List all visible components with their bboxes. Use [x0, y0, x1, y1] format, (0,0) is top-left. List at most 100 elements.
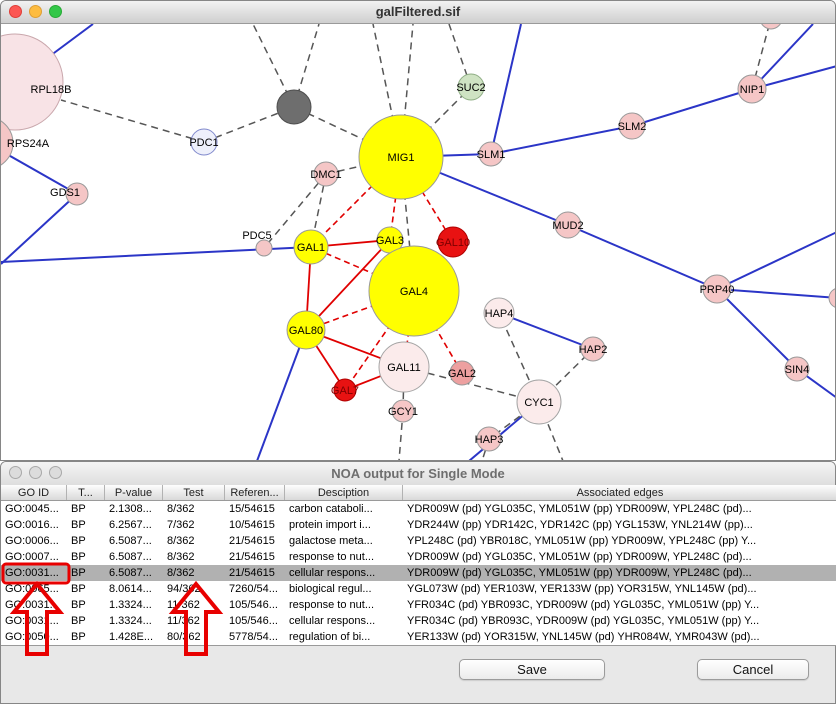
node-gal10[interactable] — [437, 226, 469, 258]
noa-window-titlebar[interactable]: NOA output for Single Mode — [1, 462, 835, 486]
edge-reddash[interactable] — [400, 156, 454, 243]
edge-blue[interactable] — [716, 288, 835, 299]
node-hap2[interactable] — [580, 336, 606, 362]
node-mud2[interactable] — [554, 211, 582, 239]
node-dmc1[interactable] — [313, 161, 339, 187]
edge-gray[interactable] — [203, 106, 295, 143]
table-cell-test: 80/362 — [167, 631, 201, 643]
table-cell-p: 8.0614... — [109, 583, 152, 595]
node-mig1[interactable] — [358, 114, 444, 200]
node-suc2[interactable] — [457, 73, 485, 101]
node-label: HAP3 — [475, 434, 504, 446]
node-rps24a[interactable] — [1, 117, 14, 169]
edge-reddash[interactable] — [310, 246, 415, 292]
node-unlabeled[interactable] — [828, 288, 835, 308]
cancel-button[interactable]: Cancel — [697, 659, 809, 680]
node-cyc1[interactable] — [516, 379, 562, 425]
edge-blue[interactable] — [631, 88, 753, 127]
node-gal2[interactable] — [449, 360, 475, 386]
zoom-button[interactable] — [49, 466, 62, 479]
node-nip1[interactable] — [737, 74, 767, 104]
table-cell-test: 8/362 — [167, 535, 195, 547]
column-header-5[interactable]: Desciption — [285, 485, 403, 500]
table-cell-p: 6.5087... — [109, 567, 152, 579]
save-button[interactable]: Save — [459, 659, 605, 680]
network-window-titlebar[interactable]: galFiltered.sif — [1, 1, 835, 24]
node-prp40[interactable] — [702, 274, 732, 304]
node-hap4[interactable] — [483, 297, 515, 329]
table-cell-type: BP — [71, 567, 86, 579]
edge-blue[interactable] — [498, 312, 594, 350]
node-unlabeled[interactable] — [276, 89, 312, 125]
node-unlabeled[interactable] — [760, 24, 782, 30]
node-label: GAL2 — [448, 368, 476, 380]
node-gal4[interactable] — [368, 245, 460, 337]
node-sin4[interactable] — [784, 356, 810, 382]
edge-gray[interactable] — [293, 106, 402, 158]
node-rpl18b[interactable] — [1, 33, 64, 131]
node-slm1[interactable] — [478, 141, 504, 167]
close-button[interactable] — [9, 5, 22, 18]
table-cell-test: 8/362 — [167, 551, 195, 563]
column-header-3[interactable]: Test — [163, 485, 225, 500]
edge-gray[interactable] — [263, 173, 327, 249]
table-cell-go: GO:0065... — [5, 583, 59, 595]
edge-blue[interactable] — [490, 125, 633, 155]
edge-blue[interactable] — [1, 193, 78, 265]
table-cell-type: BP — [71, 615, 86, 627]
column-header-4[interactable]: Referen... — [225, 485, 285, 500]
table-cell-type: BP — [71, 519, 86, 531]
table-cell-type: BP — [71, 631, 86, 643]
table-cell-edges: YPL248C (pd) YBR018C, YML051W (pp) YDR00… — [407, 535, 757, 547]
zoom-button[interactable] — [49, 5, 62, 18]
column-header-associated-edges[interactable]: Associated edges — [576, 486, 664, 499]
minimize-button[interactable] — [29, 5, 42, 18]
edge-gray[interactable] — [538, 401, 564, 460]
node-gal7[interactable] — [333, 378, 357, 402]
node-gal80[interactable] — [286, 310, 326, 350]
table-cell-desc: galactose meta... — [289, 535, 373, 547]
node-gcy1[interactable] — [391, 399, 415, 423]
edge-red[interactable] — [305, 239, 391, 331]
close-button[interactable] — [9, 466, 22, 479]
minimize-button[interactable] — [29, 466, 42, 479]
edge-blue[interactable] — [751, 65, 835, 90]
edge-blue[interactable] — [716, 231, 835, 290]
table-cell-test: 7/362 — [167, 519, 195, 531]
column-header-0[interactable]: GO ID — [1, 485, 67, 500]
node-gal11[interactable] — [378, 341, 430, 393]
node-label: GCY1 — [388, 406, 418, 418]
edge-blue[interactable] — [716, 288, 798, 370]
edge-gray[interactable] — [60, 99, 205, 143]
edge-blue[interactable] — [567, 224, 718, 290]
column-header-1[interactable]: T... — [67, 485, 105, 500]
edge-gray[interactable] — [400, 24, 414, 158]
edge-blue[interactable] — [256, 329, 307, 460]
node-pdc5[interactable] — [255, 239, 273, 257]
node-gds1[interactable] — [65, 182, 89, 206]
node-label: RPS24A — [7, 138, 50, 150]
table-cell-edges: YDR244W (pp) YDR142C, YDR142C (pp) YGL15… — [407, 519, 753, 531]
node-hap3[interactable] — [476, 426, 502, 452]
edge-gray[interactable] — [398, 410, 404, 460]
node-slm2[interactable] — [618, 112, 646, 140]
column-header-2[interactable]: P-value — [105, 485, 163, 500]
table-cell-edges: YFR034C (pd) YBR093C, YDR009W (pd) YGL03… — [407, 615, 760, 627]
edge-blue[interactable] — [490, 24, 522, 155]
node-gal1[interactable] — [293, 229, 329, 265]
edge-blue[interactable] — [751, 24, 814, 90]
node-pdc1[interactable] — [190, 128, 218, 156]
edge-gray[interactable] — [372, 24, 402, 158]
